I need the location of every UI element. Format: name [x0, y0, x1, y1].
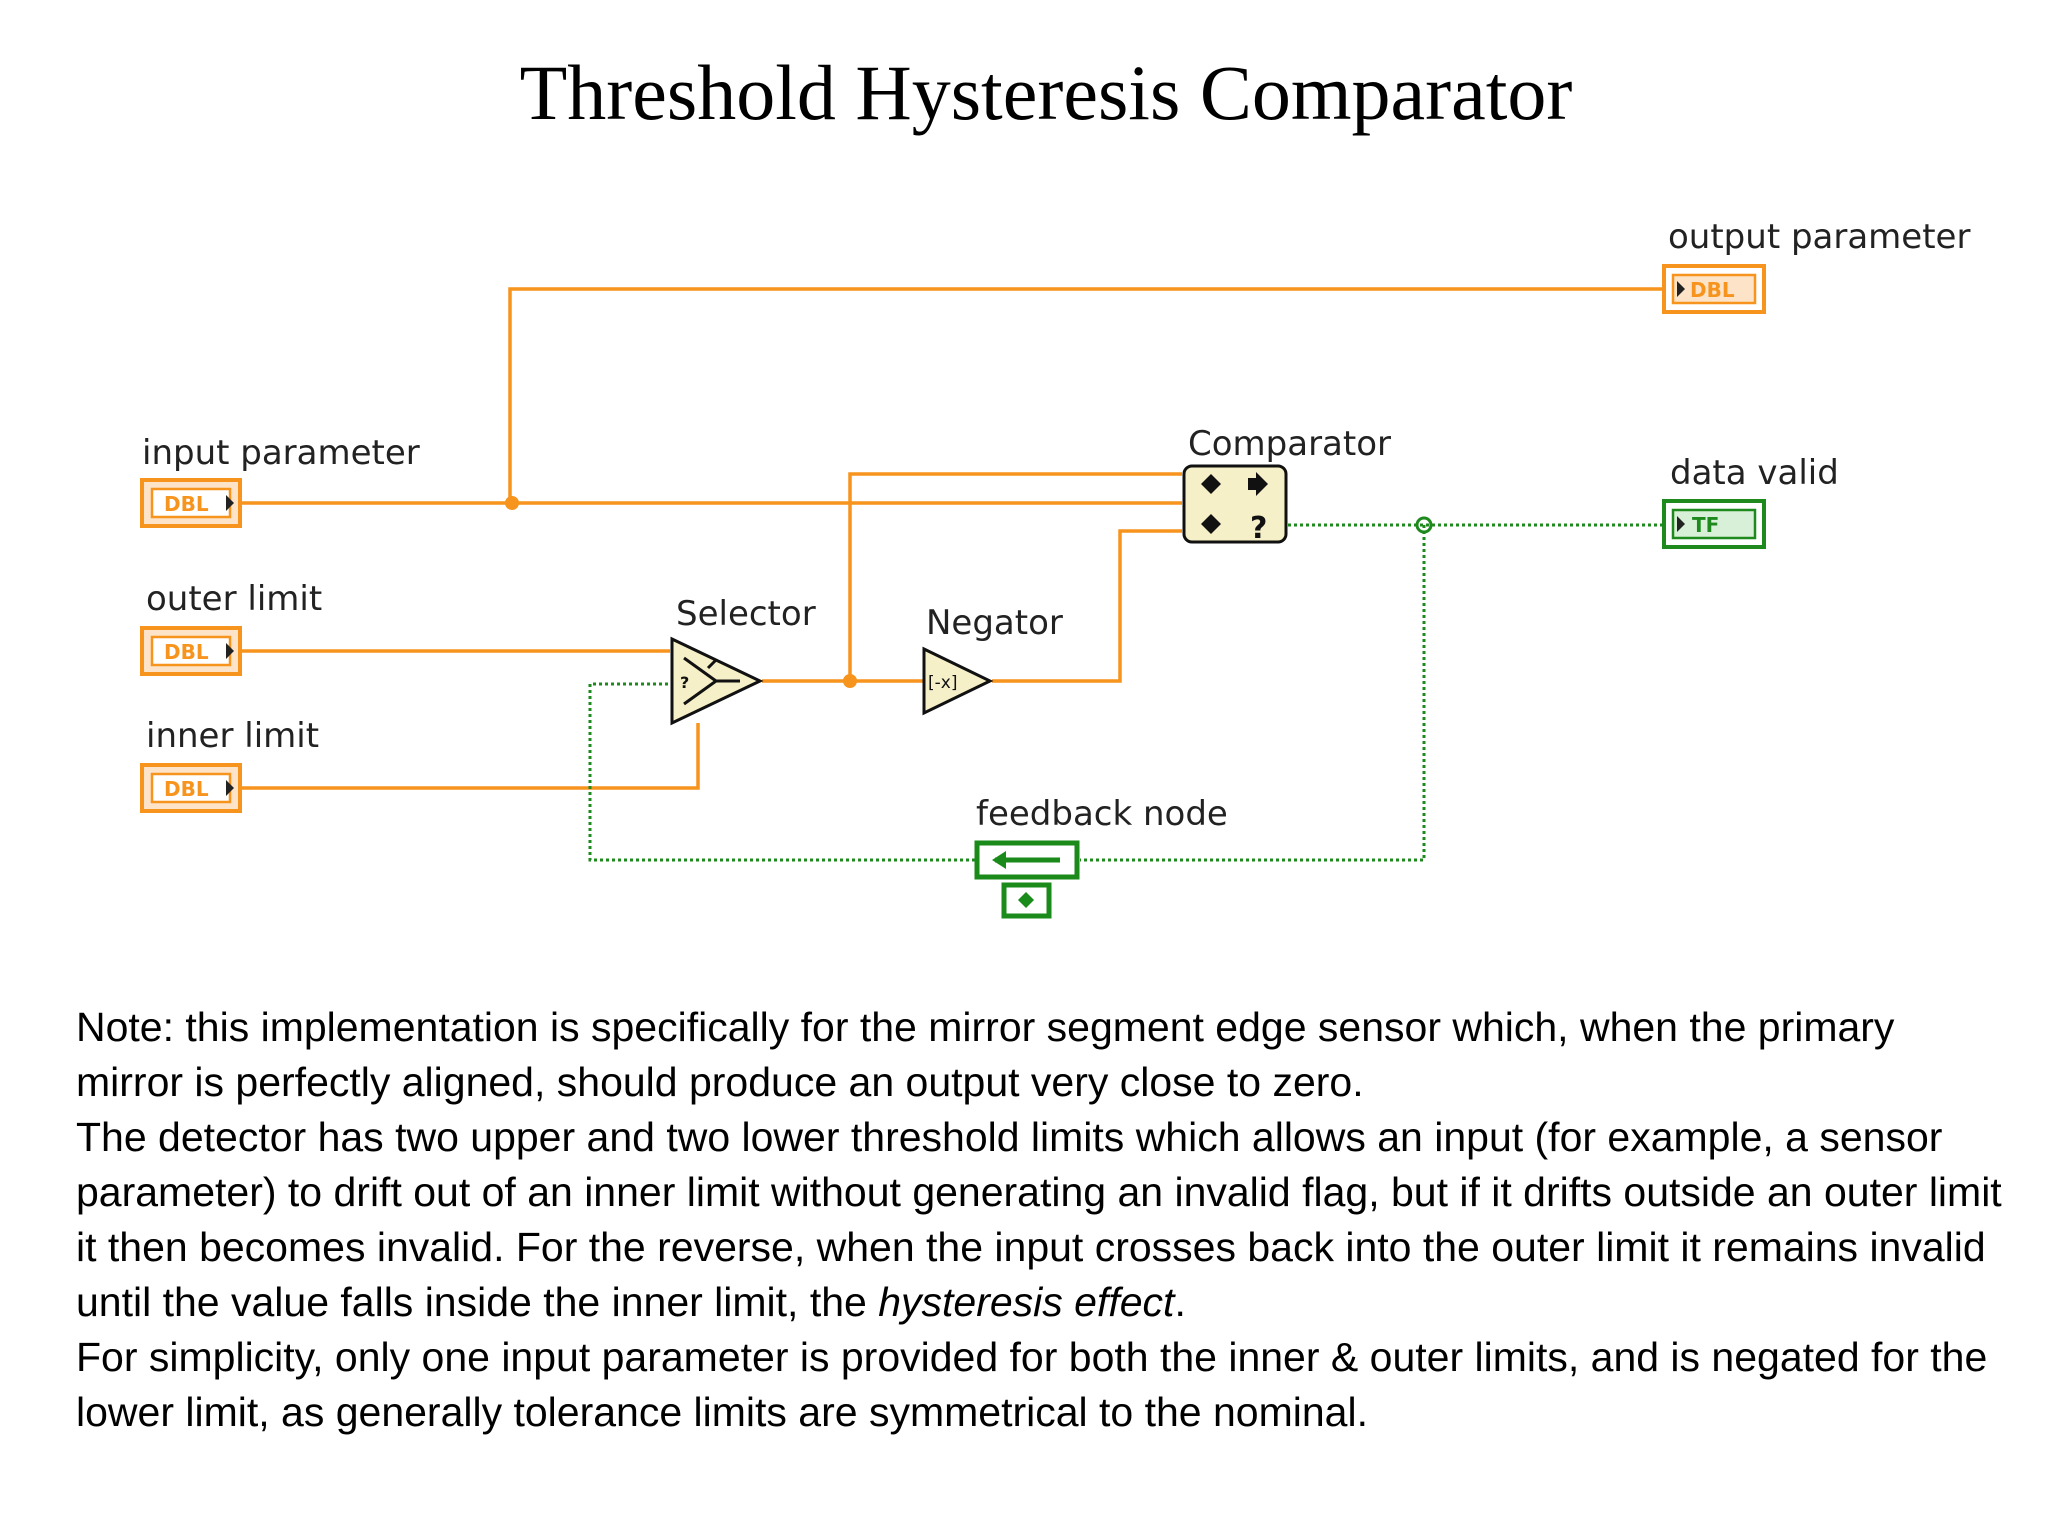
inner-limit-terminal[interactable]: inner limit DBL [140, 716, 319, 813]
input-parameter-type: DBL [164, 492, 209, 516]
svg-text:?: ? [680, 673, 689, 692]
negator-label: Negator [926, 603, 1063, 643]
input-parameter-terminal[interactable]: input parameter DBL [140, 433, 420, 528]
note-paragraph-2-text: The detector has two upper and two lower… [76, 1114, 2002, 1325]
diamond-icon [1201, 474, 1221, 494]
diamond-icon [1201, 514, 1221, 534]
data-valid-terminal[interactable]: data valid TF [1662, 453, 1839, 549]
note-paragraph-1: Note: this implementation is specificall… [76, 1004, 1895, 1105]
select-branch-icon [683, 656, 740, 706]
wire-input-to-output [508, 287, 1662, 503]
input-parameter-label: input parameter [142, 433, 420, 473]
wire-junction-input [505, 496, 519, 510]
outer-limit-type: DBL [164, 640, 209, 664]
wire-junction-boolean [1415, 516, 1433, 534]
output-parameter-type: DBL [1690, 278, 1735, 302]
negate-icon: [-x] [928, 673, 957, 693]
boolean-wires [588, 523, 1662, 862]
negator-node[interactable]: Negator [-x] [922, 603, 1063, 716]
wire-feedback-loop-left [588, 682, 975, 862]
page-title: Threshold Hysteresis Comparator [519, 49, 1573, 136]
arrow-right-icon [1248, 472, 1268, 496]
outer-limit-label: outer limit [146, 579, 322, 619]
note-paragraph-3: For simplicity, only one input parameter… [76, 1334, 1988, 1435]
selector-label: Selector [676, 594, 816, 634]
numeric-wires [239, 287, 1662, 790]
note-paragraph-2-end: . [1174, 1279, 1186, 1325]
comparator-label: Comparator [1188, 424, 1391, 464]
outer-limit-terminal[interactable]: outer limit DBL [140, 579, 322, 676]
wire-negator-to-comparator [992, 529, 1182, 683]
output-parameter-label: output parameter [1668, 217, 1970, 257]
output-parameter-terminal[interactable]: output parameter DBL [1662, 217, 1970, 314]
note-paragraph-2: The detector has two upper and two lower… [76, 1110, 2006, 1330]
wire-feedback-loop-right [1080, 525, 1426, 862]
wire-junction-selector [843, 674, 857, 688]
wire-selector-to-comparator [848, 472, 1182, 681]
block-diagram: input parameter DBL outer limit DBL inne… [140, 217, 1970, 919]
wire-inner-limit-to-selector [239, 723, 700, 790]
feedback-node[interactable]: feedback node [974, 794, 1228, 919]
selector-node[interactable]: Selector ? [670, 594, 816, 726]
data-valid-label: data valid [1670, 453, 1839, 493]
comparator-node[interactable]: Comparator ? [1182, 424, 1391, 546]
note-text: Note: this implementation is specificall… [76, 1000, 2006, 1440]
feedback-node-label: feedback node [976, 794, 1228, 834]
note-emphasis: hysteresis effect [878, 1279, 1175, 1325]
inner-limit-type: DBL [164, 777, 209, 801]
inner-limit-label: inner limit [146, 716, 319, 756]
init-diamond-icon [1018, 892, 1034, 908]
question-icon: ? [1250, 511, 1267, 546]
data-valid-type: TF [1692, 513, 1719, 537]
